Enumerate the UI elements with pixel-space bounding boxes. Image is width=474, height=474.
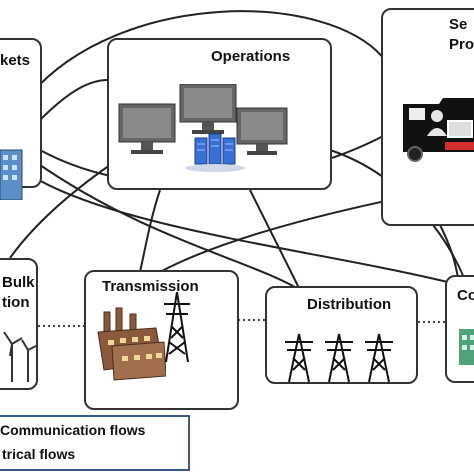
transmission-label: Transmission	[102, 278, 199, 295]
comm-flow-markets-distribution	[39, 164, 301, 291]
comm-flow-service-customer	[439, 224, 459, 279]
computer-monitors-icon	[118, 84, 288, 172]
service-provider-node[interactable]: Se Pro	[381, 8, 474, 226]
wind-turbine-icon	[3, 331, 37, 382]
service-provider-label-line2: Pro	[449, 36, 474, 53]
transmission-node[interactable]: Transmission	[84, 270, 239, 410]
bulk-generation-label-line2: tion	[2, 294, 30, 311]
distribution-node[interactable]: Distribution	[265, 286, 418, 384]
home-building-icon	[459, 329, 474, 365]
comm-flow-service-transmission	[159, 199, 391, 273]
markets-node[interactable]: kets	[0, 38, 42, 200]
legend-electrical-flows: trical flows	[2, 446, 76, 462]
bulk-generation-label-line1: Bulk	[2, 274, 35, 291]
comm-flow-markets-service	[29, 10, 386, 96]
power-plant-icon	[97, 307, 166, 381]
comm-flow-markets-operations	[39, 79, 109, 121]
markets-label: kets	[0, 52, 31, 69]
transmission-tower-icon	[164, 291, 190, 363]
comm-flow-markets-customer	[29, 174, 461, 286]
legend: Communication flows trical flows	[0, 415, 190, 471]
service-provider-label-line1: Se	[449, 16, 468, 33]
operations-label: Operations	[211, 48, 291, 65]
distribution-towers-icon	[285, 333, 393, 383]
service-truck-icon	[403, 98, 474, 162]
customer-label: Co	[457, 287, 474, 304]
bulk-generation-node[interactable]: Bulk tion	[0, 258, 38, 390]
legend-communication-flows: Communication flows	[0, 422, 146, 438]
customer-node[interactable]: Co	[445, 275, 474, 383]
comm-flow-operations-distribution	[249, 189, 301, 291]
operations-node[interactable]: Operations	[107, 38, 332, 190]
building-icon	[0, 149, 23, 200]
comm-flow-operations-transmission	[139, 189, 161, 273]
comm-flow-operations-bulk	[9, 164, 111, 259]
distribution-label: Distribution	[307, 296, 392, 313]
